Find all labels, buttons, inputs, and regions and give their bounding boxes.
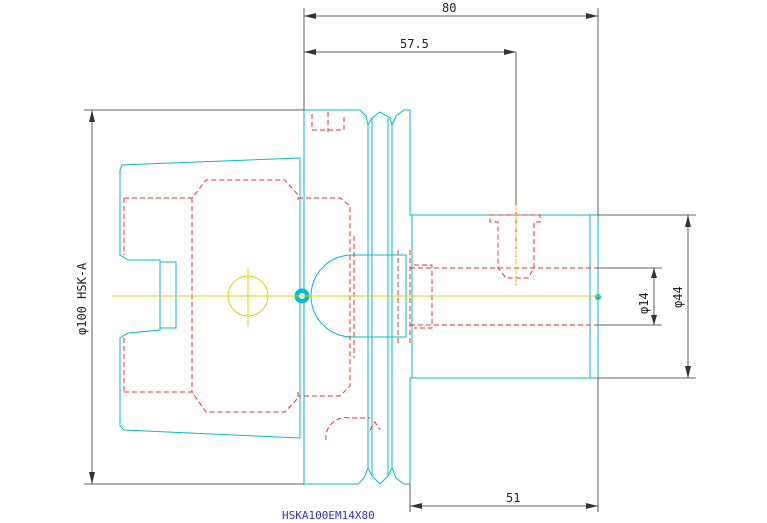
dim-flange-length: 57.5 bbox=[400, 37, 429, 51]
dim-shank-length: 51 bbox=[506, 491, 520, 505]
hidden-lines bbox=[123, 112, 598, 441]
dim-overall-length: 80 bbox=[442, 1, 456, 15]
center-lines bbox=[112, 205, 600, 326]
dimensions: 80 57.5 51 φ100 HSK-A φ14 φ44 bbox=[75, 1, 696, 512]
dim-hsk-diameter: φ100 HSK-A bbox=[75, 262, 89, 335]
dim-shank-diameter: φ44 bbox=[671, 286, 685, 308]
hsk-taper-outline bbox=[119, 157, 301, 439]
dim-bore-diameter: φ14 bbox=[637, 292, 651, 314]
flange-outline bbox=[303, 109, 413, 485]
hsk-slot bbox=[160, 261, 177, 329]
part-number-title: HSKA100EM14X80 bbox=[282, 509, 375, 522]
